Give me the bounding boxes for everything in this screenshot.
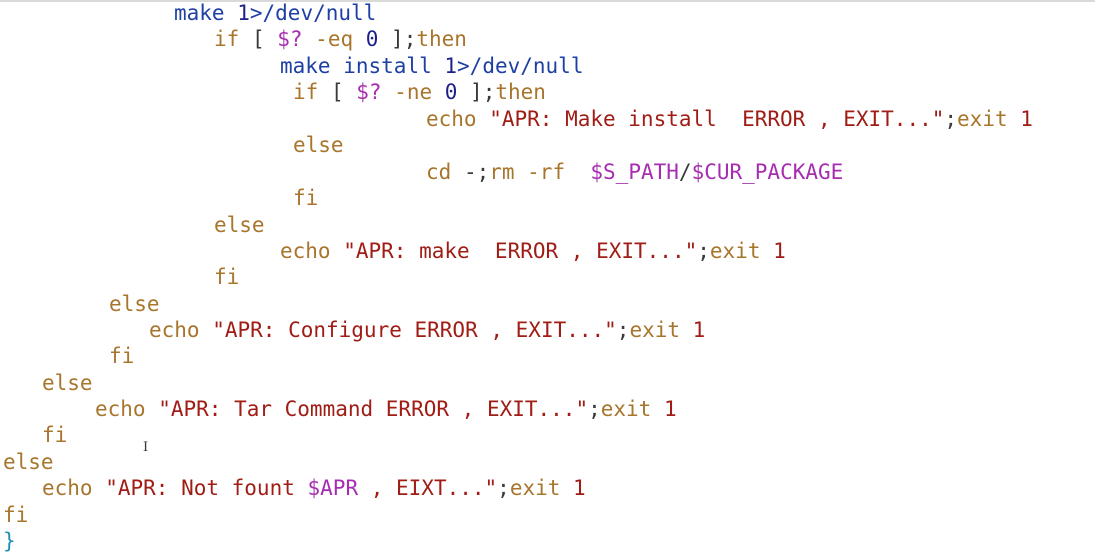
- code-token-keyword: else: [42, 371, 93, 395]
- editor-top-border: [0, 0, 1095, 2]
- code-token-punct: ;: [944, 107, 958, 131]
- code-token-command: make: [174, 1, 238, 25]
- code-token-keyword: -ne: [394, 80, 445, 104]
- code-token-keyword: fi: [293, 186, 319, 210]
- code-token-string: "APR: Configure ERROR , EXIT...": [212, 318, 617, 342]
- code-line: fi: [109, 343, 134, 369]
- code-token-command: >/dev/null: [249, 1, 377, 25]
- code-token-punct: ;: [616, 318, 630, 342]
- code-token-brace: }: [3, 529, 16, 553]
- text-ibeam-cursor-icon: I: [143, 440, 149, 455]
- code-token-punct: /: [678, 160, 692, 184]
- code-token-keyword: exit: [509, 476, 574, 500]
- code-token-punct: ;: [588, 397, 601, 421]
- code-line: fi: [293, 185, 318, 211]
- code-token-keyword: fi: [109, 344, 135, 368]
- code-line: echo "APR: Configure ERROR , EXIT...";ex…: [149, 317, 705, 343]
- code-line: cd -;rm -rf $S_PATH/$CUR_PACKAGE: [426, 159, 843, 185]
- code-line: else: [214, 212, 265, 238]
- code-token-keyword: echo: [280, 239, 344, 263]
- code-token-keyword: else: [3, 450, 54, 474]
- code-token-variable: $APR: [307, 476, 359, 500]
- code-token-keyword: echo: [95, 397, 159, 421]
- code-token-keyword: fi: [214, 265, 240, 289]
- code-token-keyword: echo: [42, 476, 106, 500]
- code-token-command: make install: [280, 54, 445, 78]
- code-token-string: , EIXT...": [358, 476, 498, 500]
- code-token-string: "APR: Make install ERROR , EXIT...": [489, 107, 945, 131]
- code-token-string: 1: [692, 318, 706, 342]
- code-token-variable: $?: [277, 27, 316, 51]
- code-token-number: 0: [444, 80, 458, 104]
- code-token-keyword: if: [214, 27, 252, 51]
- code-token-keyword: exit: [709, 239, 774, 263]
- code-token-punct: [: [251, 27, 278, 51]
- code-token-keyword: else: [214, 213, 265, 237]
- code-token-number: 1: [444, 54, 458, 78]
- code-token-command: >/dev/null: [457, 54, 584, 78]
- code-token-string: "APR: Not fount: [105, 476, 308, 500]
- code-token-string: 1: [663, 397, 677, 421]
- code-token-variable: $S_PATH: [590, 160, 679, 184]
- code-token-keyword: then: [416, 27, 467, 51]
- code-line: make install 1>/dev/null: [280, 53, 583, 79]
- code-token-number: 0: [365, 27, 379, 51]
- code-line: echo "APR: Make install ERROR , EXIT..."…: [426, 106, 1033, 132]
- code-token-keyword: rm -rf: [489, 160, 591, 184]
- code-token-keyword: exit: [957, 107, 1021, 131]
- code-line: fi: [214, 264, 239, 290]
- code-line: echo "APR: make ERROR , EXIT...";exit 1: [280, 238, 786, 264]
- code-token-string: "APR: Tar Command ERROR , EXIT...": [158, 397, 589, 421]
- code-token-keyword: else: [293, 133, 344, 157]
- code-line: if [ $? -eq 0 ];then: [214, 26, 467, 52]
- code-token-keyword: echo: [426, 107, 490, 131]
- code-token-keyword: then: [495, 80, 546, 104]
- code-line: else: [3, 449, 54, 475]
- code-line: echo "APR: Not fount $APR , EIXT...";exi…: [42, 475, 586, 501]
- code-token-keyword: cd: [426, 160, 464, 184]
- code-token-punct: ;: [497, 476, 510, 500]
- code-token-string: 1: [773, 239, 786, 263]
- code-line: else: [293, 132, 344, 158]
- code-token-keyword: -eq: [315, 27, 366, 51]
- code-line: else: [42, 370, 93, 396]
- code-line: fi: [3, 502, 28, 528]
- code-token-punct: -;: [463, 160, 490, 184]
- code-line: make 1>/dev/null: [174, 0, 376, 26]
- code-token-string: 1: [573, 476, 586, 500]
- code-line: else: [109, 291, 160, 317]
- code-token-string: "APR: make ERROR , EXIT...": [343, 239, 698, 263]
- code-token-number: 1: [237, 1, 250, 25]
- code-token-punct: [: [330, 80, 357, 104]
- code-token-string: 1: [1020, 107, 1033, 131]
- code-token-keyword: exit: [600, 397, 664, 421]
- code-token-keyword: fi: [42, 423, 68, 447]
- code-token-variable: $?: [356, 80, 395, 104]
- code-token-keyword: if: [293, 80, 331, 104]
- code-token-keyword: else: [109, 292, 160, 316]
- code-token-keyword: echo: [149, 318, 213, 342]
- code-token-keyword: fi: [3, 503, 29, 527]
- code-token-punct: ];: [457, 80, 496, 104]
- code-token-punct: ];: [378, 27, 417, 51]
- code-line: echo "APR: Tar Command ERROR , EXIT...";…: [95, 396, 677, 422]
- code-line: fi: [42, 422, 67, 448]
- code-token-punct: ;: [697, 239, 710, 263]
- code-line: if [ $? -ne 0 ];then: [293, 79, 546, 105]
- code-token-variable: $CUR_PACKAGE: [691, 160, 844, 184]
- code-line: }: [3, 528, 16, 554]
- code-token-keyword: exit: [629, 318, 693, 342]
